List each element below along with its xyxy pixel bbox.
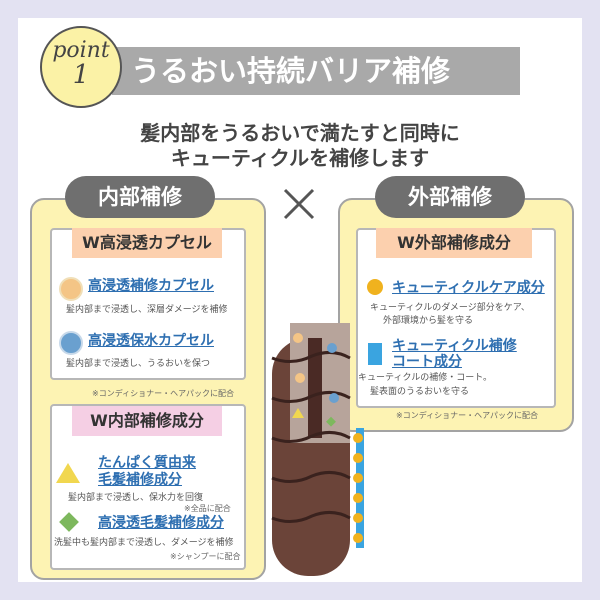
point-number: 1 (72, 60, 90, 90)
ingredient-item-2-title: 高浸透毛髪補修成分 (98, 515, 224, 531)
blue-square-icon (368, 343, 382, 365)
inner-repair-tab: 内部補修 (65, 176, 215, 218)
cross-icon (283, 188, 315, 220)
page-title: うるおい持続バリア補修 (131, 54, 451, 88)
ingredient-item-2-note: ※シャンプーに配合 (170, 552, 241, 561)
lead-line-2: キューティクルを補修します (170, 146, 430, 170)
outer-item-1-desc-1: キューティクルのダメージ部分をケア、 (370, 303, 530, 313)
hair-strand-illustration (271, 323, 364, 576)
point-word: point (52, 38, 110, 63)
capsule-item-1-title: 高浸透補修カプセル (88, 278, 214, 294)
lead-line-1: 髪内部をうるおいで満たすと同時に (140, 121, 460, 145)
capsule-item-2-desc: 髪内部まで浸透し、うるおいを保つ (66, 359, 211, 369)
gold-circle-icon (367, 279, 383, 295)
capsule-note: ※コンディショナー・ヘアパックに配合 (92, 389, 234, 398)
outer-ingredient-box-header: W外部補修成分 (376, 228, 532, 258)
outer-item-2-title-1: キューティクル補修 (392, 338, 517, 354)
outer-item-2-desc-2: 髪表面のうるおいを守る (370, 387, 470, 397)
capsule-item-2-title: 高浸透保水カプセル (88, 333, 214, 349)
capsule-box-header: W高浸透カプセル (72, 228, 222, 258)
yellow-triangle-icon (56, 463, 80, 483)
blue-circle-icon (59, 331, 83, 355)
ingredient-item-1-title-2: 毛髪補修成分 (98, 472, 182, 488)
outer-note: ※コンディショナー・ヘアパックに配合 (396, 411, 538, 420)
outer-ingredient-box (356, 228, 556, 408)
ingredient-item-1-desc: 髪内部まで浸透し、保水力を回復 (68, 493, 204, 503)
outer-item-1-title: キューティクルケア成分 (392, 280, 545, 296)
ingredient-box-header: W内部補修成分 (72, 406, 222, 436)
ingredient-item-2-desc: 洗髪中も髪内部まで浸透し、ダメージを補修 (54, 538, 234, 548)
ingredient-item-1-title-1: たんぱく質由来 (98, 455, 196, 471)
capsule-item-1-desc: 髪内部まで浸透し、深層ダメージを補修 (66, 305, 228, 315)
outer-repair-tab: 外部補修 (375, 176, 525, 218)
outer-item-2-desc-1: キューティクルの補修・コート。 (358, 373, 493, 383)
outer-item-2-title-2: コート成分 (392, 354, 462, 370)
ingredient-item-1-note: ※全品に配合 (184, 504, 231, 513)
title-bar (112, 47, 520, 95)
outer-item-1-desc-2: 外部環境から髪を守る (383, 316, 474, 326)
orange-circle-icon (59, 277, 83, 301)
point-badge: point 1 (40, 26, 122, 108)
